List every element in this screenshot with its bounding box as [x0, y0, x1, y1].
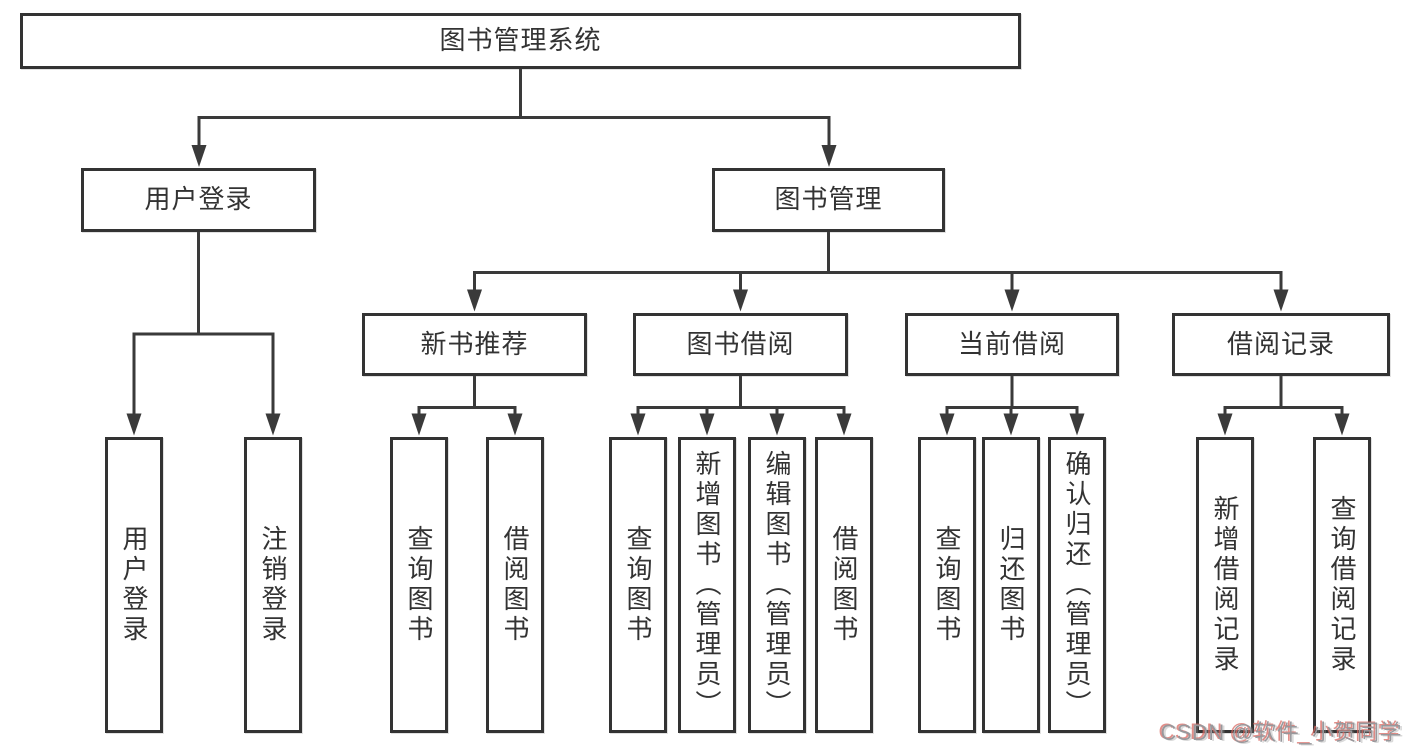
node-library-system: 图书管理系统	[20, 13, 1021, 69]
node-book-management: 图书管理	[712, 168, 945, 232]
node-leaf-borrow-books-recommend-label: 借阅图书	[500, 525, 530, 645]
node-book-borrow-label: 图书借阅	[686, 328, 795, 359]
node-leaf-query-books-borrow: 查询图书	[609, 437, 667, 733]
node-leaf-query-books-recommend: 查询图书	[390, 437, 448, 733]
node-new-book-recommend-label: 新书推荐	[420, 328, 529, 359]
node-leaf-query-borrow-record-label: 查询借阅记录	[1327, 495, 1357, 675]
node-new-book-recommend: 新书推荐	[362, 313, 587, 376]
node-leaf-query-books-current-label: 查询图书	[932, 525, 962, 645]
node-leaf-add-borrow-record: 新增借阅记录	[1196, 437, 1254, 733]
node-leaf-query-books-current: 查询图书	[918, 437, 976, 733]
node-leaf-edit-books-admin: 编辑图书（管理员）	[748, 437, 806, 733]
node-leaf-logout-label: 注销登录	[258, 525, 288, 645]
node-leaf-logout: 注销登录	[244, 437, 302, 733]
node-leaf-edit-books-admin-label: 编辑图书（管理员）	[762, 450, 792, 720]
node-current-borrow: 当前借阅	[905, 313, 1119, 376]
node-borrow-records-label: 借阅记录	[1226, 328, 1335, 359]
node-leaf-borrow-books-label: 借阅图书	[829, 525, 859, 645]
node-leaf-user-login-label: 用户登录	[119, 525, 149, 645]
arrowheads	[126, 145, 1350, 436]
node-leaf-confirm-return-admin: 确认归还（管理员）	[1048, 437, 1106, 733]
node-leaf-borrow-books-recommend: 借阅图书	[486, 437, 544, 733]
node-book-management-label: 图书管理	[774, 184, 883, 215]
node-leaf-confirm-return-admin-label: 确认归还（管理员）	[1062, 450, 1092, 720]
watermark: CSDN @软件_小贺同学	[1160, 720, 1402, 745]
node-library-system-label: 图书管理系统	[439, 25, 602, 56]
node-leaf-user-login: 用户登录	[105, 437, 163, 733]
node-leaf-query-books-borrow-label: 查询图书	[623, 525, 653, 645]
node-leaf-add-books-admin: 新增图书（管理员）	[678, 437, 736, 733]
node-user-login-label: 用户登录	[144, 184, 253, 215]
node-borrow-records: 借阅记录	[1172, 313, 1390, 376]
node-leaf-return-books-label: 归还图书	[996, 525, 1026, 645]
node-book-borrow: 图书借阅	[633, 313, 848, 376]
connector-stems	[132, 69, 1344, 414]
node-leaf-query-books-recommend-label: 查询图书	[404, 525, 434, 645]
node-leaf-return-books: 归还图书	[982, 437, 1040, 733]
node-leaf-query-borrow-record: 查询借阅记录	[1313, 437, 1371, 733]
node-leaf-add-borrow-record-label: 新增借阅记录	[1210, 495, 1240, 675]
node-user-login: 用户登录	[81, 168, 316, 232]
node-leaf-borrow-books: 借阅图书	[815, 437, 873, 733]
node-current-borrow-label: 当前借阅	[957, 328, 1066, 359]
node-leaf-add-books-admin-label: 新增图书（管理员）	[692, 450, 722, 720]
